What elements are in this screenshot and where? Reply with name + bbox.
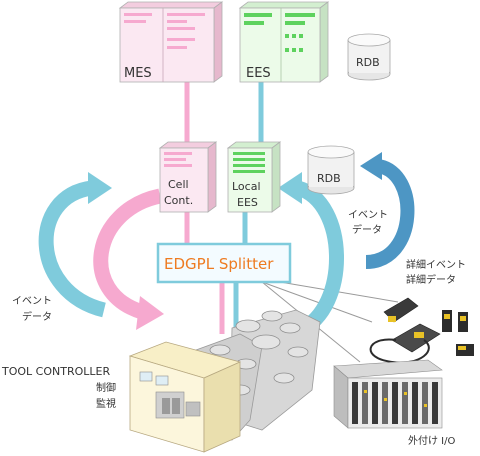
pink-control-arrow (93, 188, 162, 320)
ees-server: EES (238, 1, 330, 83)
left-event-label-line2: データ (22, 310, 52, 323)
teal-left-arrow-head (88, 172, 112, 204)
edgpl-splitter: EDGPL Splitter (156, 242, 292, 284)
splitter-label: EDGPL Splitter (164, 255, 274, 273)
detail-event-label-line2: 詳細データ (406, 273, 456, 286)
rdb-top-label: RDB (356, 56, 380, 69)
monitor-label: 監視 (96, 397, 116, 410)
ees-label: EES (246, 66, 271, 81)
rdb-top-database: RDB (347, 33, 391, 81)
local-ees-server: Local EES (226, 141, 282, 213)
external-io-rack (333, 359, 443, 429)
teal-right-arrow-head (278, 172, 302, 204)
cell-label-line2: Cont. (164, 194, 193, 207)
tool-controller-label: TOOL CONTROLLER (1, 365, 110, 378)
right-event-label-line1: イベント (348, 209, 388, 221)
mes-server: MES (118, 1, 224, 83)
rdb-mid-label: RDB (317, 172, 341, 185)
rdb-mid-database: RDB (307, 145, 355, 195)
cell-label-line1: Cell (168, 178, 189, 191)
right-event-label-line2: データ (352, 223, 382, 236)
pink-arrow-head (136, 296, 164, 330)
left-event-label-line1: イベント (12, 295, 52, 307)
blue-arrow-head (360, 152, 382, 180)
control-label: 制御 (96, 381, 116, 394)
detail-connector-line (261, 281, 373, 323)
local-ees-label-line2: EES (237, 196, 258, 209)
mes-label: MES (124, 66, 152, 81)
detail-sensor-devices (369, 297, 474, 364)
tool-controller-cabinet (128, 341, 242, 453)
teal-right-event-arrow (295, 180, 344, 337)
cell-controller-server: Cell Cont. (158, 141, 218, 213)
blue-detail-arrow (365, 159, 415, 269)
teal-left-event-arrow (38, 180, 107, 318)
external-io-label: 外付け I/O (408, 434, 455, 447)
local-ees-label-line1: Local (232, 180, 261, 193)
detail-event-label-line1: 詳細イベント (406, 258, 466, 271)
